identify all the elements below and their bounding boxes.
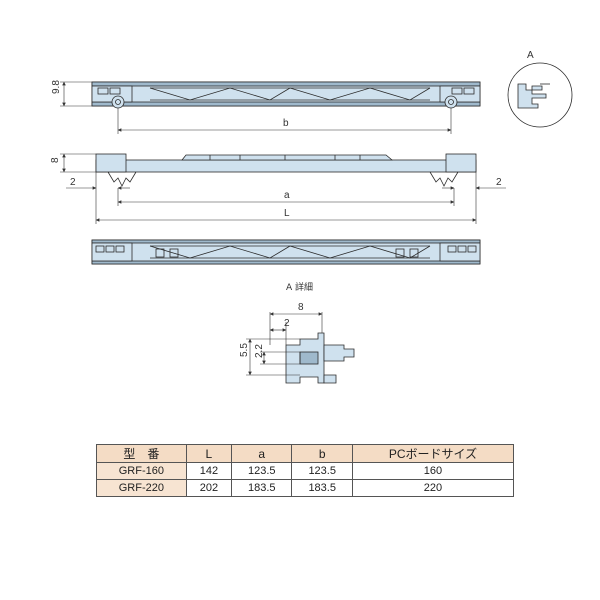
technical-drawing: 9.8 b A 8 2 xyxy=(50,50,573,384)
b-label: b xyxy=(283,118,289,129)
header-model: 型 番 xyxy=(96,444,187,463)
table-row: GRF-160 142 123.5 123.5 160 xyxy=(96,462,515,480)
cell-l: 142 xyxy=(185,462,233,480)
top-view: 9.8 b xyxy=(51,80,481,134)
right-nut-icon xyxy=(444,95,458,109)
left-clip xyxy=(107,171,137,187)
header-l: L xyxy=(185,444,233,463)
front-view: 8 2 2 a L xyxy=(50,153,506,224)
cell-l: 202 xyxy=(185,479,233,497)
cell-model: GRF-220 xyxy=(96,479,187,497)
cell-pc: 160 xyxy=(351,462,515,480)
cell-pc: 220 xyxy=(351,479,515,497)
right-gap-label: 2 xyxy=(496,177,502,188)
spec-table: 型 番 L a b PCボードサイズ GRF-160 142 123.5 123… xyxy=(96,444,515,497)
detail-width-8: 8 xyxy=(298,302,304,313)
top-height-label: 9.8 xyxy=(51,80,62,94)
table-row: GRF-220 202 183.5 183.5 220 xyxy=(96,479,515,497)
right-clip xyxy=(429,171,459,187)
cell-b: 183.5 xyxy=(291,479,353,497)
l-label: L xyxy=(284,208,290,219)
detail-title: A 詳細 xyxy=(286,281,313,293)
detail-a-callout: A xyxy=(507,50,573,128)
left-nut-icon xyxy=(111,95,125,109)
detail-a-view: A 詳細 8 2 5.5 2.2 xyxy=(239,281,355,384)
detail-width-2: 2 xyxy=(284,318,290,329)
front-view-body xyxy=(95,159,477,173)
cell-a: 123.5 xyxy=(231,462,293,480)
cell-a: 183.5 xyxy=(231,479,293,497)
front-height-label: 8 xyxy=(50,157,61,163)
cell-model: GRF-160 xyxy=(96,462,187,480)
detail-height-22: 2.2 xyxy=(254,344,265,358)
a-label: a xyxy=(284,190,290,201)
bottom-view xyxy=(91,239,481,265)
detail-ref-label: A xyxy=(527,50,534,61)
header-b: b xyxy=(291,444,353,463)
detail-height-55: 5.5 xyxy=(239,343,250,357)
header-a: a xyxy=(231,444,293,463)
cell-b: 123.5 xyxy=(291,462,353,480)
bottom-view-body xyxy=(91,239,481,265)
left-gap-label: 2 xyxy=(70,177,76,188)
spec-table-header: 型 番 L a b PCボードサイズ xyxy=(96,444,515,463)
header-pc-size: PCボードサイズ xyxy=(351,444,515,463)
